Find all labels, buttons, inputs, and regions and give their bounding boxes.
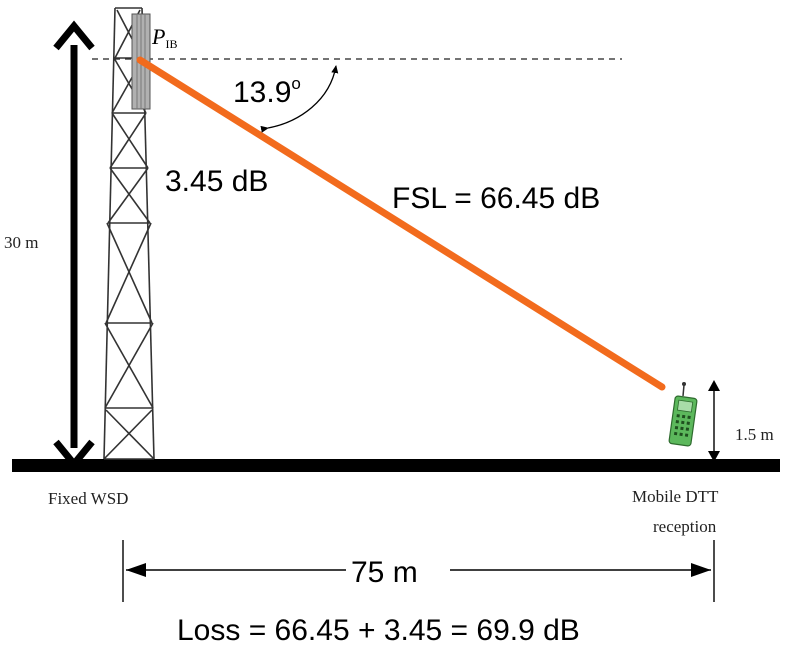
total-loss-label: Loss = 66.45 + 3.45 = 69.9 dB xyxy=(177,614,580,646)
tower-height-arrow xyxy=(53,20,95,470)
receiver-height-label: 1.5 m xyxy=(735,425,774,444)
receiver-height-arrow xyxy=(708,380,720,462)
distance-dimension xyxy=(122,540,715,602)
tower-height-label: 30 m xyxy=(4,233,38,252)
p-ib-label: PIB xyxy=(151,24,177,51)
ground-line xyxy=(12,459,780,472)
angle-degree: o xyxy=(291,74,300,93)
propagation-path xyxy=(136,56,666,391)
angle-label: 13.9o xyxy=(233,74,301,109)
distance-label: 75 m xyxy=(351,556,418,589)
p-ib-subscript: IB xyxy=(165,37,177,51)
mobile-dtt-label-line1: Mobile DTT xyxy=(632,487,719,506)
mobile-dtt-label-line2: reception xyxy=(653,517,717,536)
fsl-label: FSL = 66.45 dB xyxy=(392,182,600,215)
antenna-loss-label: 3.45 dB xyxy=(165,165,268,198)
mobile-phone-icon xyxy=(668,382,698,447)
angle-arc-arrow xyxy=(260,65,339,133)
fixed-wsd-label: Fixed WSD xyxy=(48,489,128,508)
tower xyxy=(103,7,155,460)
